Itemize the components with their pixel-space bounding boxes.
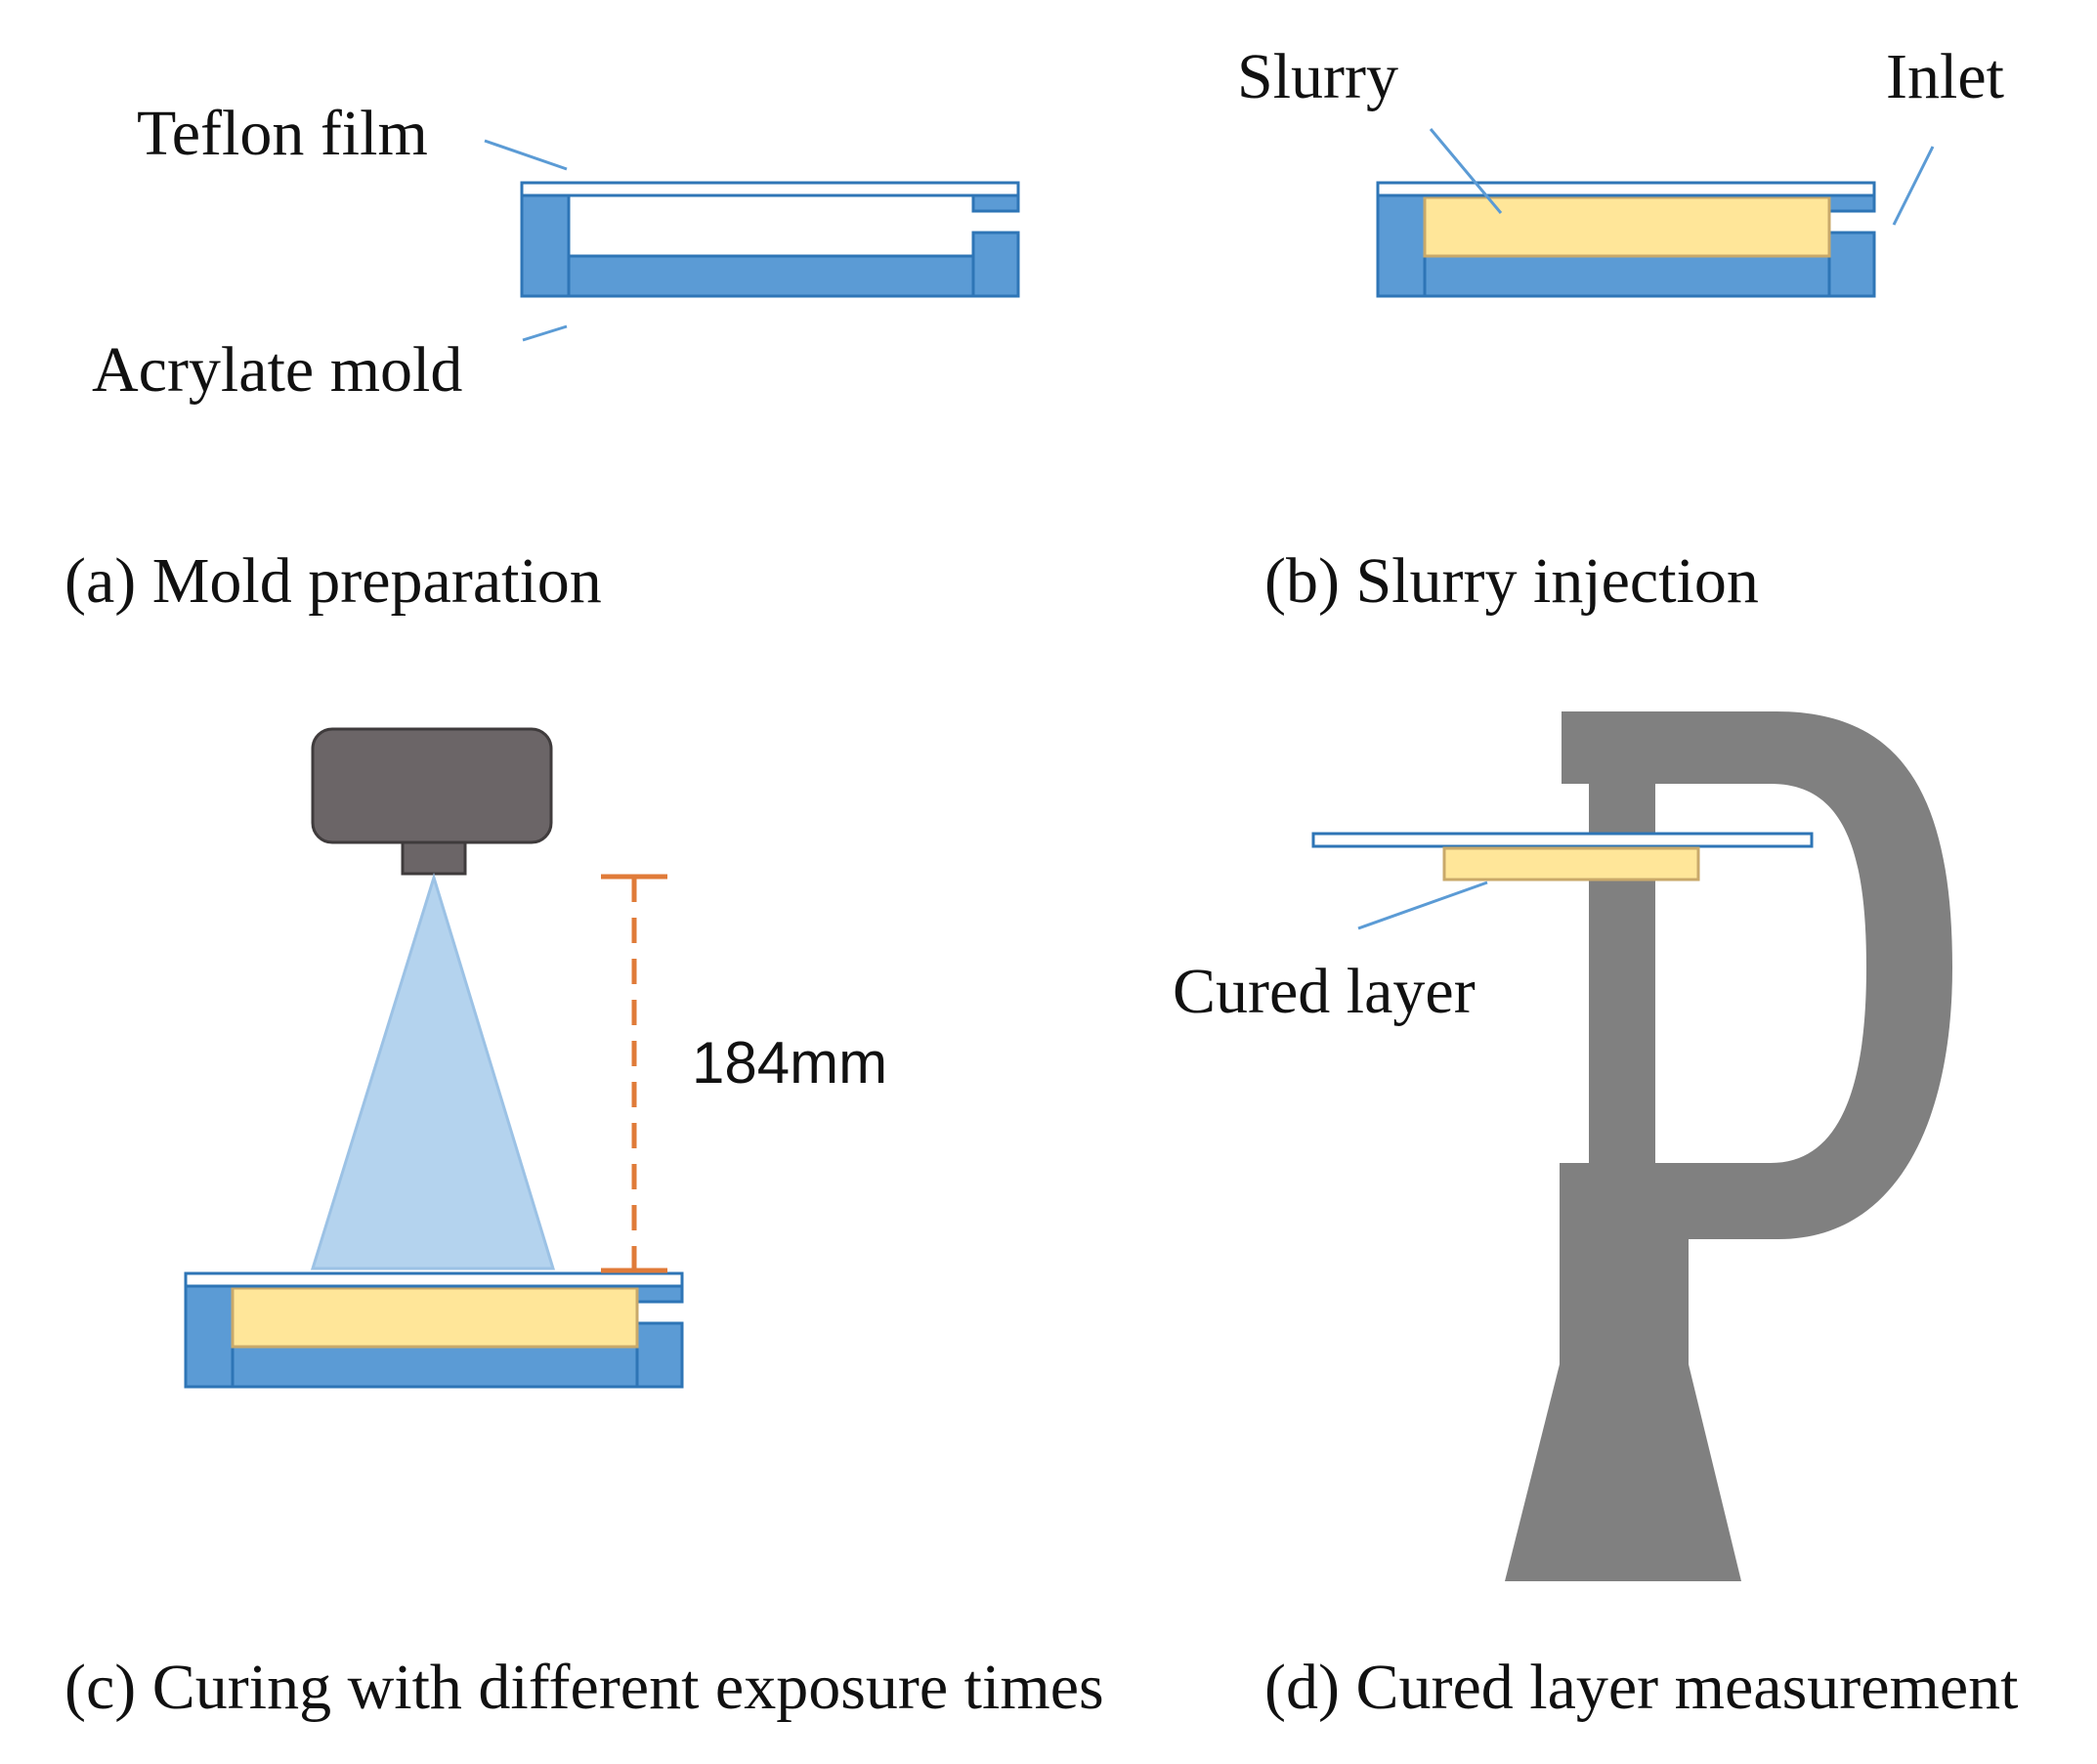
mold-bottom — [1423, 254, 1831, 298]
mold-left-wall — [520, 194, 571, 298]
slurry-label: Slurry — [1237, 41, 1398, 112]
panel-a-mold-preparation: Teflon film Acrylate mold (a) Mold prepa… — [64, 98, 1020, 617]
teflon-film — [1376, 181, 1876, 197]
cured-layer-label: Cured layer — [1173, 956, 1476, 1027]
empty-mold — [520, 181, 1020, 298]
gauge-top-head — [1562, 711, 1683, 784]
gauge-arm — [1681, 711, 1952, 1239]
teflon-film — [520, 181, 1020, 197]
mold-right-lower-wall — [971, 231, 1020, 298]
cured-layer-sample — [1442, 846, 1700, 882]
uv-lamp-body — [311, 727, 553, 844]
panel-c-curing: 184mm (c) Curing with different exposure… — [64, 727, 1104, 1723]
mold-bottom — [567, 254, 975, 298]
gauge-body — [1560, 1163, 1689, 1366]
teflon-film — [184, 1271, 684, 1288]
mold-right-upper-lip — [1827, 194, 1876, 213]
mold-right-upper-lip — [635, 1284, 684, 1304]
acrylate-mold-label: Acrylate mold — [92, 334, 462, 406]
slurry-leader — [1429, 128, 1503, 214]
filled-mold — [1376, 181, 1876, 298]
panel-c-caption: (c) Curing with different exposure times — [64, 1652, 1104, 1723]
distance-label: 184mm — [692, 1030, 887, 1096]
curing-mold — [184, 1271, 684, 1389]
teflon-film-leader — [484, 139, 568, 171]
panel-b-slurry-injection: Slurry Inlet (b) Slurry injection — [1237, 41, 2004, 617]
teflon-film-label: Teflon film — [137, 98, 428, 169]
panel-b-caption: (b) Slurry injection — [1264, 545, 1759, 617]
cured-layer-leader — [1357, 881, 1488, 930]
gauge-lower-spindle — [1589, 880, 1655, 1165]
mold-bottom — [231, 1345, 639, 1389]
inlet-leader — [1892, 146, 1935, 226]
slurry-fill — [1423, 195, 1831, 258]
mold-left-wall — [1376, 194, 1427, 298]
inlet-label: Inlet — [1886, 41, 2004, 112]
mold-right-lower-wall — [1827, 231, 1876, 298]
panel-a-caption: (a) Mold preparation — [64, 545, 602, 617]
mold-right-upper-lip — [971, 194, 1020, 213]
mold-left-wall — [184, 1284, 235, 1389]
thickness-gauge — [1505, 711, 1952, 1581]
acrylate-mold-leader — [522, 324, 568, 342]
panel-d-measurement: Cured layer (d) Cured layer measurement — [1173, 711, 2019, 1723]
gauge-base — [1505, 1364, 1741, 1581]
slurry-fill — [231, 1286, 639, 1349]
uv-light-cone — [310, 872, 556, 1270]
panel-d-caption: (d) Cured layer measurement — [1264, 1652, 2019, 1723]
gauge-upper-spindle — [1589, 784, 1655, 833]
uv-lamp-nozzle — [401, 840, 467, 876]
distance-dimension — [601, 874, 667, 1273]
measured-film — [1311, 832, 1814, 848]
mold-right-lower-wall — [635, 1321, 684, 1389]
